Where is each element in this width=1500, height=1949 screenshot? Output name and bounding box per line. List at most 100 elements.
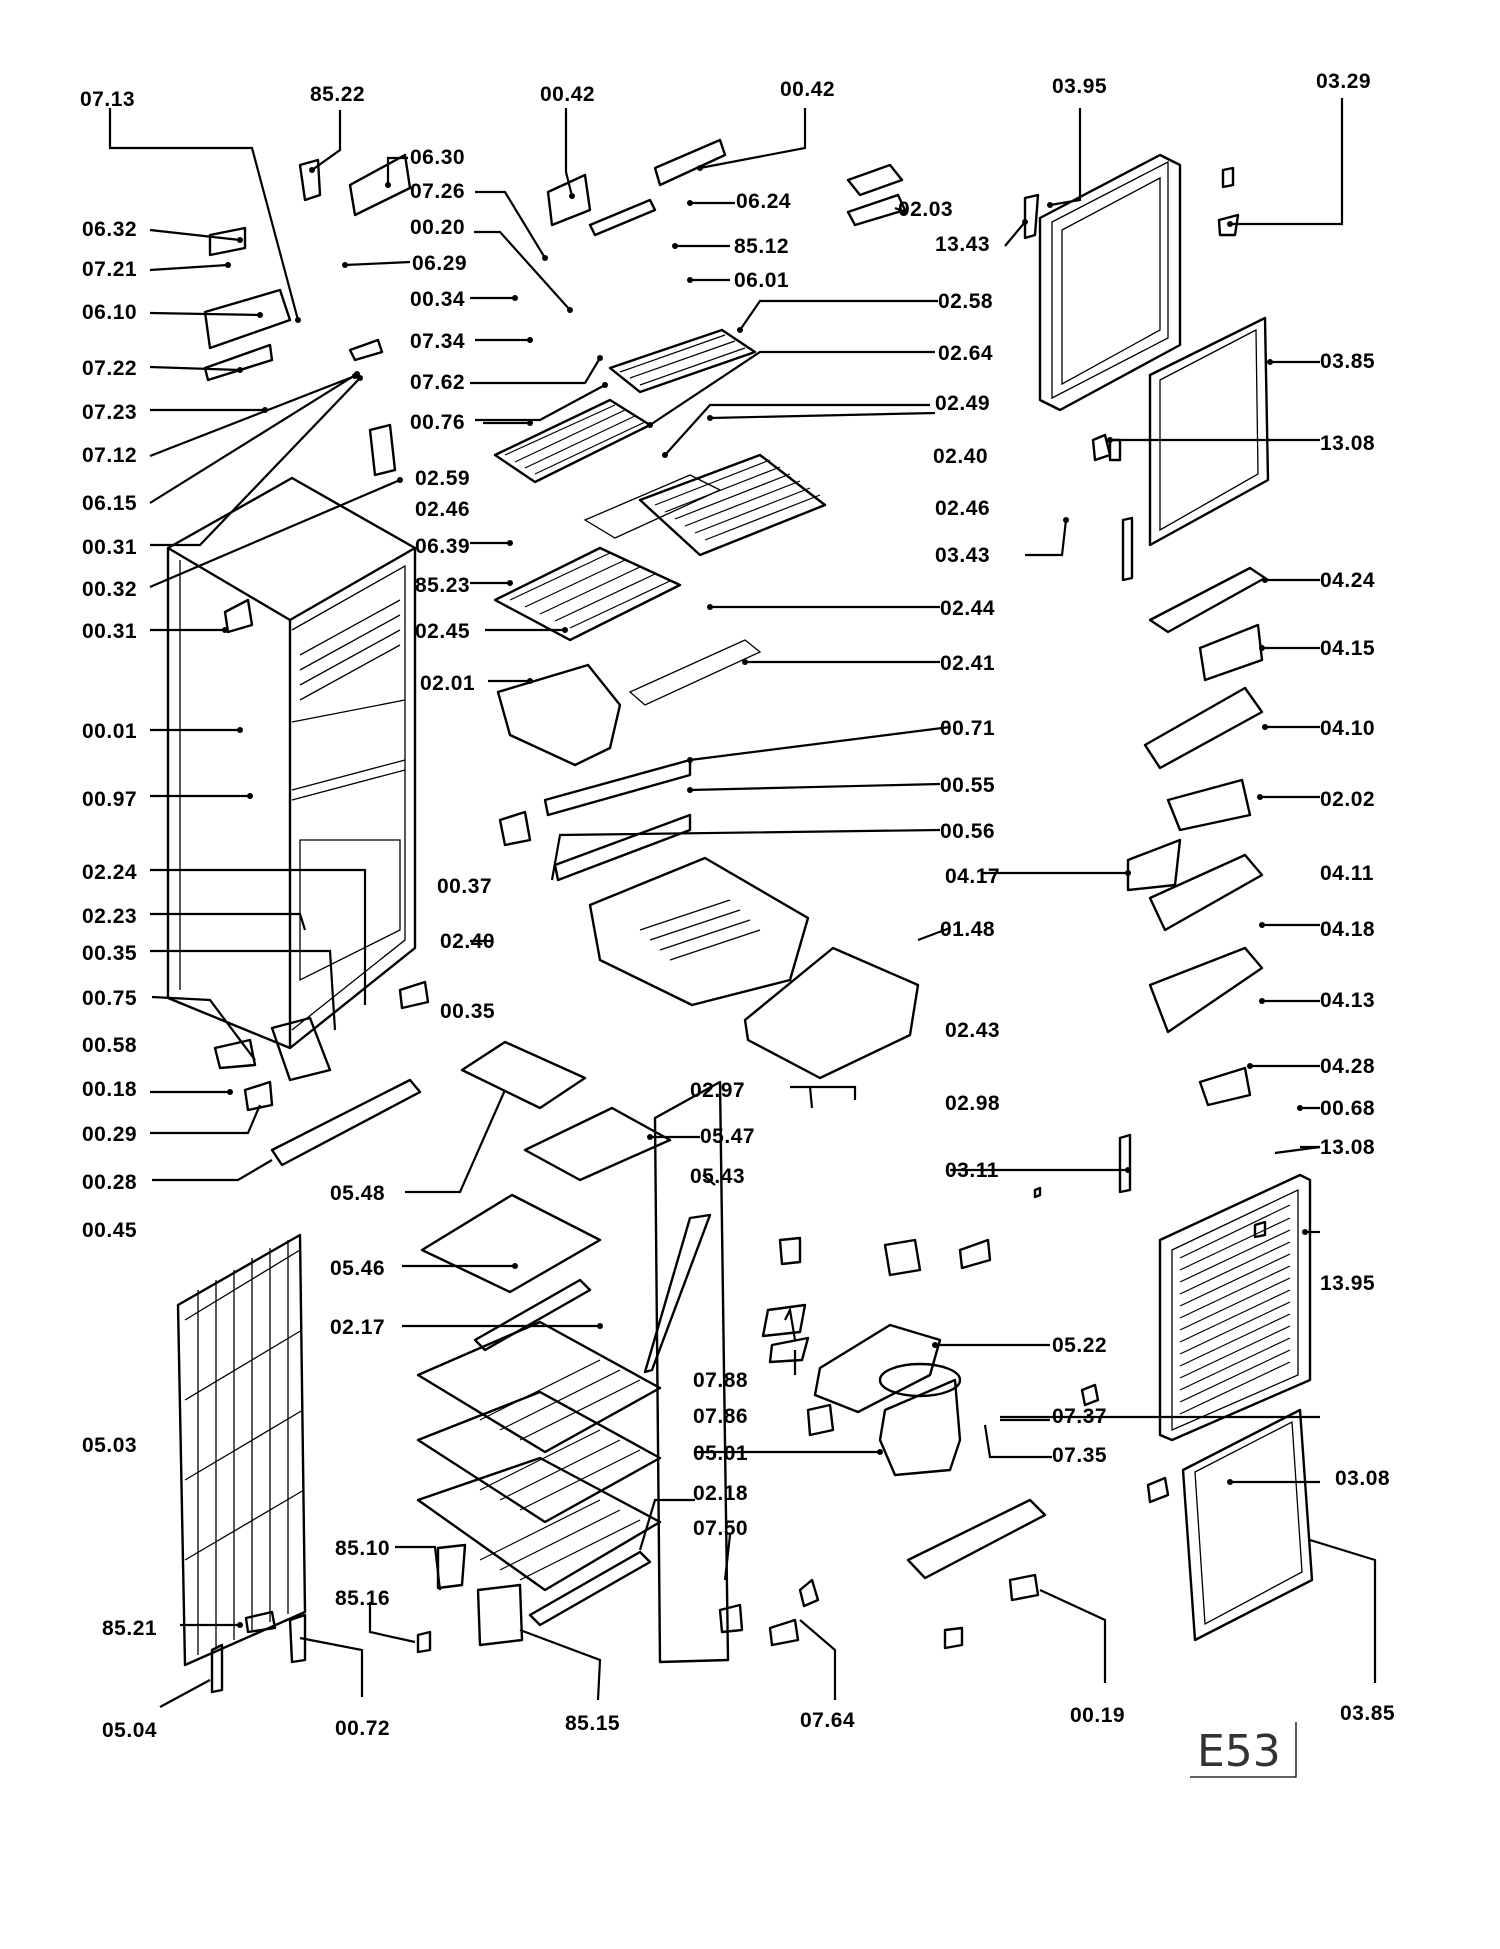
leader-dots	[222, 165, 1308, 1628]
label-0203: 02.03	[898, 198, 953, 221]
label-0410: 04.10	[1320, 717, 1375, 740]
label-0385b: 03.85	[1340, 1702, 1395, 1725]
label-0632: 06.32	[82, 218, 137, 241]
label-8510: 85.10	[335, 1537, 390, 1560]
label-0031a: 00.31	[82, 536, 137, 559]
condenser	[176, 1233, 307, 1667]
label-0639: 06.39	[415, 535, 470, 558]
label-0735: 07.35	[1052, 1444, 1107, 1467]
label-0311: 03.11	[945, 1159, 999, 1182]
label-0503: 05.03	[82, 1434, 137, 1457]
label-0223: 02.23	[82, 905, 137, 928]
door-bins	[1126, 566, 1267, 1107]
label-0245: 02.45	[415, 620, 470, 643]
label-0029: 00.29	[82, 1123, 137, 1146]
fridge-door-gasket	[1181, 1408, 1314, 1642]
label-0032: 00.32	[82, 578, 137, 601]
label-0045: 00.45	[82, 1219, 137, 1242]
label-0264: 02.64	[938, 342, 993, 365]
label-0241: 02.41	[940, 652, 995, 675]
label-0343: 03.43	[935, 544, 990, 567]
small-hardware	[203, 138, 1267, 1694]
label-8523: 85.23	[415, 574, 470, 597]
label-0424: 04.24	[1320, 569, 1375, 592]
label-0243: 02.43	[945, 1019, 1000, 1042]
label-0722: 07.22	[82, 357, 137, 380]
label-0630: 06.30	[410, 146, 465, 169]
label-0546: 05.46	[330, 1257, 385, 1280]
label-0258: 02.58	[938, 290, 993, 313]
label-0019: 00.19	[1070, 1704, 1125, 1727]
label-0028: 00.28	[82, 1171, 137, 1194]
label-0201: 02.01	[420, 672, 475, 695]
label-0762: 07.62	[410, 371, 465, 394]
label-0329: 03.29	[1316, 70, 1371, 93]
label-0395: 03.95	[1052, 75, 1107, 98]
freezer-door-gasket	[1148, 316, 1270, 547]
label-1343: 13.43	[935, 233, 990, 256]
label-0712: 07.12	[82, 444, 137, 467]
label-0042a: 00.42	[540, 83, 595, 106]
label-0072: 00.72	[335, 1717, 390, 1740]
label-0601: 06.01	[734, 269, 789, 292]
label-0240a: 02.40	[933, 445, 988, 468]
label-0058: 00.58	[82, 1034, 137, 1057]
label-0615: 06.15	[82, 492, 137, 515]
label-0297: 02.97	[690, 1079, 745, 1102]
label-0786: 07.86	[693, 1405, 748, 1428]
label-0034: 00.34	[410, 288, 465, 311]
label-0629: 06.29	[412, 252, 467, 275]
wire-racks-lower	[416, 1320, 662, 1592]
callout-labels: 07.13 85.22 00.42 00.42 03.95 03.29 06.3…	[80, 70, 1395, 1742]
crisper-drawers	[496, 663, 920, 1080]
label-0035b: 00.35	[440, 1000, 495, 1023]
label-0224: 02.24	[82, 861, 137, 884]
label-0413: 04.13	[1320, 989, 1375, 1012]
label-0308: 03.08	[1335, 1467, 1390, 1490]
label-1395: 13.95	[1320, 1272, 1375, 1295]
label-0298: 02.98	[945, 1092, 1000, 1115]
label-0624: 06.24	[736, 190, 791, 213]
label-0246b: 02.46	[935, 497, 990, 520]
label-0240b: 02.40	[440, 930, 495, 953]
label-0071: 00.71	[940, 717, 995, 740]
label-0055: 00.55	[940, 774, 995, 797]
label-8521: 85.21	[102, 1617, 157, 1640]
label-0764: 07.64	[800, 1709, 855, 1732]
label-0218: 02.18	[693, 1482, 748, 1505]
label-1308b: 13.08	[1320, 1136, 1375, 1159]
label-0713: 07.13	[80, 88, 135, 111]
label-0076: 00.76	[410, 411, 465, 434]
drawing-code-box: E53	[1190, 1722, 1297, 1778]
label-0068: 00.68	[1320, 1097, 1375, 1120]
label-1308a: 13.08	[1320, 432, 1375, 455]
label-0031b: 00.31	[82, 620, 137, 643]
label-0428: 04.28	[1320, 1055, 1375, 1078]
label-0035a: 00.35	[82, 942, 137, 965]
shelves	[493, 328, 827, 706]
label-0037: 00.37	[437, 875, 492, 898]
label-0734: 07.34	[410, 330, 465, 353]
leader-lines	[108, 98, 1377, 1708]
label-0547: 05.47	[700, 1125, 755, 1148]
label-0610: 06.10	[82, 301, 137, 324]
label-0148: 01.48	[940, 918, 995, 941]
label-0249: 02.49	[935, 392, 990, 415]
label-0202: 02.02	[1320, 788, 1375, 811]
label-0097: 00.97	[82, 788, 137, 811]
label-0217: 02.17	[330, 1316, 385, 1339]
label-0522: 05.22	[1052, 1334, 1107, 1357]
label-0244: 02.44	[940, 597, 995, 620]
label-8515: 85.15	[565, 1712, 620, 1735]
label-8522: 85.22	[310, 83, 365, 106]
label-0788: 07.88	[693, 1369, 748, 1392]
label-0548: 05.48	[330, 1182, 385, 1205]
label-0737: 07.37	[1052, 1405, 1107, 1428]
label-0075: 00.75	[82, 987, 137, 1010]
label-0504: 05.04	[102, 1719, 157, 1742]
label-0259: 02.59	[415, 467, 470, 490]
drawing-code: E53	[1197, 1726, 1281, 1777]
label-0385a: 03.85	[1320, 350, 1375, 373]
freezer-door	[1038, 153, 1182, 412]
